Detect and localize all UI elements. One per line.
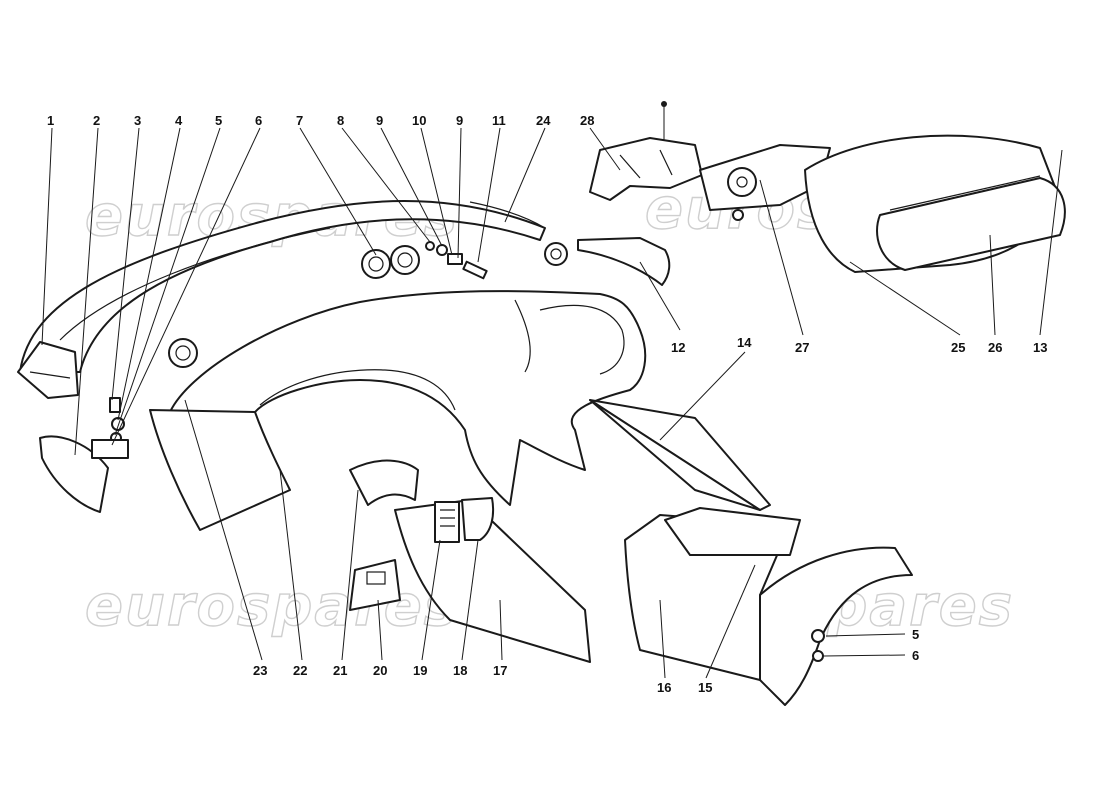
air-vent-center-1 — [361, 249, 391, 279]
console-armrest-pad — [664, 507, 801, 556]
fasteners-right — [811, 629, 825, 662]
callout-9a: 9 — [376, 113, 383, 128]
center-side-panel — [589, 399, 771, 511]
callout-16: 16 — [657, 680, 671, 695]
callout-17: 17 — [493, 663, 507, 678]
callout-22: 22 — [293, 663, 307, 678]
right-trim-piece — [577, 237, 671, 286]
callout-27: 27 — [795, 340, 809, 355]
steering-column-cover — [349, 459, 419, 506]
glovebox-lid — [876, 175, 1066, 271]
watermark-bottom-left: eurospares — [85, 574, 459, 639]
callout-8: 8 — [337, 113, 344, 128]
callout-4: 4 — [175, 113, 183, 128]
callout-6b: 6 — [912, 648, 919, 663]
callout-11: 11 — [492, 113, 506, 128]
mounting-bracket — [589, 101, 703, 201]
callout-23: 23 — [253, 663, 267, 678]
callout-9b: 9 — [456, 113, 463, 128]
callout-labels: 1 2 3 4 5 6 7 8 9 10 9 11 24 28 12 27 25… — [47, 113, 1047, 695]
switch-bezel — [461, 497, 495, 541]
callout-15: 15 — [698, 680, 712, 695]
air-vent-left — [168, 338, 198, 368]
end-bracket — [17, 341, 79, 399]
center-console-body — [624, 514, 913, 706]
callout-19: 19 — [413, 663, 427, 678]
lower-left-panel — [149, 409, 291, 531]
fasteners-left — [91, 397, 129, 459]
leader-lines — [41, 127, 1063, 679]
callout-12: 12 — [671, 340, 685, 355]
ashtray-box — [349, 559, 401, 611]
callout-26: 26 — [988, 340, 1002, 355]
callout-20: 20 — [373, 663, 387, 678]
callout-5b: 5 — [912, 627, 919, 642]
callout-28: 28 — [580, 113, 594, 128]
callout-14: 14 — [737, 335, 752, 350]
callout-5: 5 — [215, 113, 222, 128]
callout-7: 7 — [296, 113, 303, 128]
dashboard-main-frame — [169, 290, 647, 506]
callout-3: 3 — [134, 113, 141, 128]
callout-1: 1 — [47, 113, 54, 128]
callout-13: 13 — [1033, 340, 1047, 355]
switch-panel — [434, 501, 460, 543]
instrument-housing — [699, 144, 831, 221]
air-vent-center-2 — [390, 245, 420, 275]
callout-21: 21 — [333, 663, 347, 678]
callout-2: 2 — [93, 113, 100, 128]
callout-18: 18 — [453, 663, 467, 678]
callout-25: 25 — [951, 340, 965, 355]
callout-6: 6 — [255, 113, 262, 128]
air-vent-right — [544, 242, 568, 266]
callout-24: 24 — [536, 113, 551, 128]
callout-10: 10 — [412, 113, 426, 128]
